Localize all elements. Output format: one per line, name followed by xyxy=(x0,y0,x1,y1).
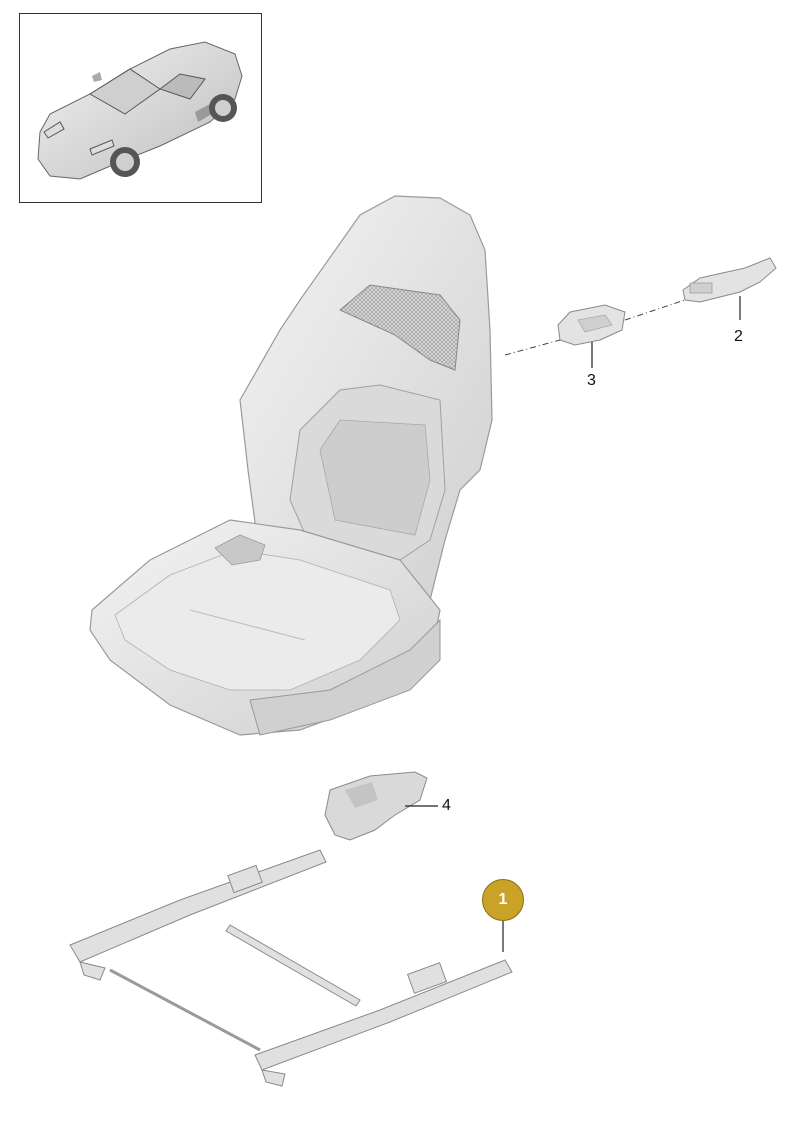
callout-label-3[interactable]: 3 xyxy=(587,372,596,389)
callout-badge-1[interactable]: 1 xyxy=(482,879,524,921)
guide-icon xyxy=(557,304,626,346)
seat-icon xyxy=(89,195,493,736)
seat-rail-icon xyxy=(69,849,513,1087)
callout-label-2[interactable]: 2 xyxy=(734,328,743,345)
side-cover-icon xyxy=(324,771,428,841)
trim-cover-icon xyxy=(682,257,777,303)
car-icon xyxy=(37,41,243,180)
callout-label-4[interactable]: 4 xyxy=(442,797,451,814)
vehicle-thumbnail xyxy=(19,13,262,203)
